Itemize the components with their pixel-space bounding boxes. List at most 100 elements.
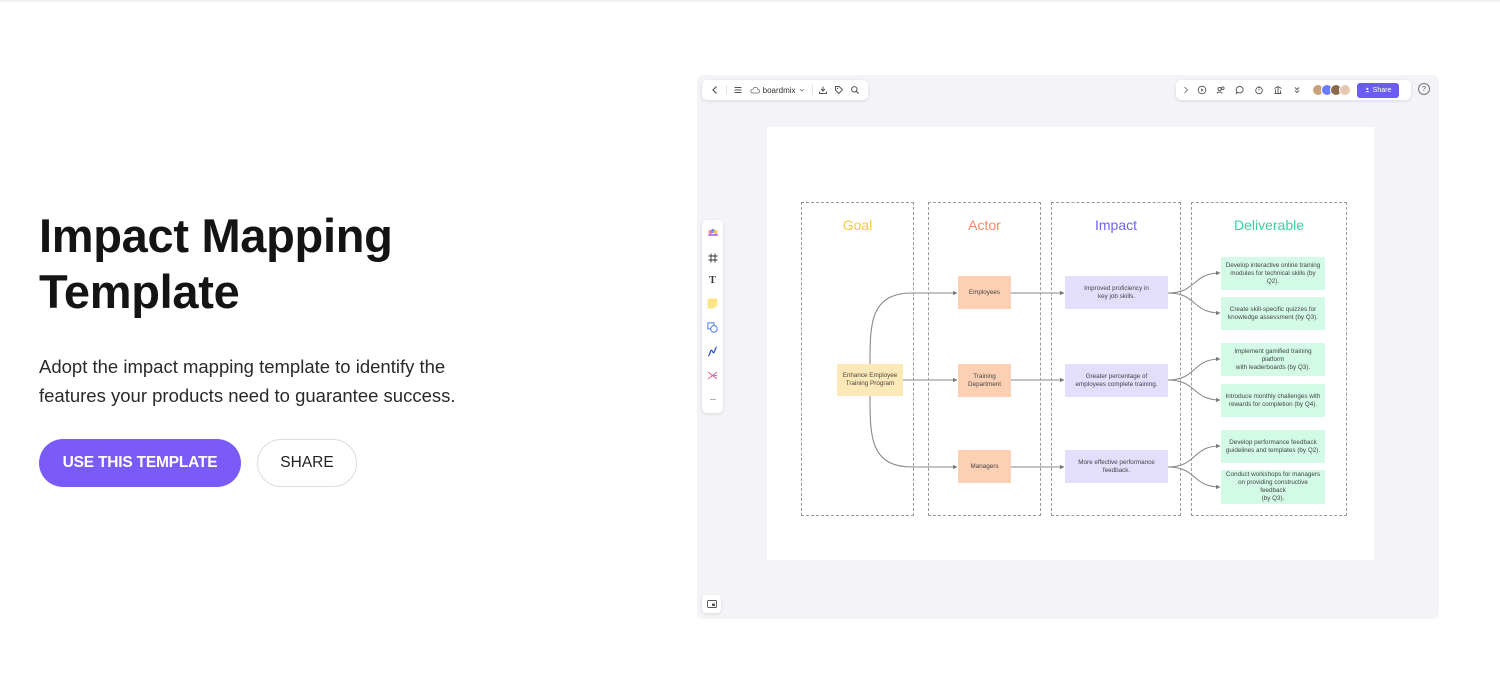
timer-icon[interactable] — [1249, 80, 1268, 100]
node-text: Conduct workshops for managers — [1225, 471, 1321, 478]
page-title-line: Template — [39, 265, 240, 318]
impact-node[interactable]: More effective performance feedback. — [1065, 450, 1168, 483]
sticky-note-icon[interactable] — [705, 296, 720, 311]
toolbar-divider — [811, 85, 813, 95]
collaborate-icon[interactable] — [1211, 80, 1230, 100]
node-text: Department — [968, 380, 1001, 388]
link-goal-employees — [869, 290, 958, 365]
board-share-label: Share — [1372, 86, 1392, 94]
avatar — [1339, 84, 1351, 96]
template-preview: boardmix — [697, 75, 1439, 619]
node-text: Managers — [970, 462, 999, 470]
node-text: Greater percentage of — [1085, 372, 1148, 380]
node-text: Enhance Employee — [842, 372, 898, 379]
node-text: More effective performance — [1078, 458, 1155, 466]
node-text: on providing constructive feedback — [1238, 479, 1308, 494]
page-description: Adopt the impact mapping template to ide… — [39, 352, 559, 410]
actor-node-training-department[interactable]: Training Department — [958, 364, 1011, 397]
vote-icon[interactable] — [1268, 80, 1287, 100]
link-impact-deliverable — [1167, 270, 1221, 294]
column-title-goal: Goal — [842, 217, 873, 233]
deliverable-node[interactable]: Introduce monthly challenges with reward… — [1221, 384, 1325, 417]
board-name: boardmix — [762, 85, 796, 95]
node-text: with leaderboards (by Q3). — [1235, 363, 1311, 371]
node-text: Introduce monthly challenges with — [1225, 392, 1321, 400]
add-user-icon — [1365, 87, 1369, 93]
node-text: (by Q3). — [1261, 495, 1285, 502]
chevron-down-icon — [799, 88, 804, 92]
deliverable-node[interactable]: Conduct workshops for managers on provid… — [1221, 470, 1325, 504]
node-text: Training — [973, 372, 996, 380]
deliverable-column — [1191, 202, 1347, 516]
deliverable-node[interactable]: Implement gamified training platform wit… — [1221, 343, 1325, 376]
node-text: knowledge assessment (by Q3). — [1228, 313, 1318, 321]
collaborator-avatars[interactable] — [1312, 84, 1351, 96]
mindmap-icon[interactable] — [705, 368, 720, 383]
actor-node-managers[interactable]: Managers — [958, 450, 1011, 483]
node-text: Employees — [968, 288, 1001, 296]
column-title-actor: Actor — [968, 217, 1001, 233]
link-impact-deliverable — [1167, 356, 1221, 381]
column-title-impact: Impact — [1094, 217, 1137, 233]
node-text: guidelines and templates (by Q2). — [1225, 446, 1321, 454]
text-icon[interactable]: T — [709, 275, 716, 286]
impact-node[interactable]: Improved proficiency in key job skills. — [1065, 276, 1168, 309]
top-right-toolbar: Share — [1176, 80, 1411, 100]
node-text: modules for technical skills (by Q2). — [1230, 269, 1316, 285]
frame-icon[interactable] — [705, 250, 720, 265]
share-button[interactable]: SHARE — [257, 439, 357, 487]
comment-icon[interactable] — [1230, 80, 1249, 100]
shape-icon[interactable] — [705, 320, 720, 335]
palette-icon[interactable] — [705, 225, 720, 240]
board-name-dropdown[interactable]: boardmix — [746, 86, 809, 95]
download-icon[interactable] — [815, 80, 831, 100]
impact-node[interactable]: Greater percentage of employees complete… — [1065, 364, 1168, 397]
description-line: Adopt the impact mapping template to ide… — [39, 356, 446, 377]
more-icon[interactable]: ··· — [709, 393, 717, 404]
node-text: Develop interactive online training — [1225, 261, 1321, 269]
node-text: key job skills. — [1097, 292, 1136, 300]
page-title-line: Impact Mapping — [39, 209, 393, 262]
node-text: Create skill-specific quizzes for — [1229, 305, 1317, 313]
actor-column — [928, 202, 1041, 516]
node-text: Develop performance feedback — [1229, 438, 1317, 446]
search-icon[interactable] — [847, 80, 863, 100]
back-icon[interactable] — [707, 80, 723, 100]
connection-lines — [869, 270, 1221, 490]
minimap-icon[interactable] — [702, 595, 721, 613]
link-goal-managers — [869, 395, 958, 470]
menu-icon[interactable] — [730, 80, 746, 100]
goal-node[interactable]: Enhance Employee Training Program — [837, 364, 903, 396]
deliverable-node[interactable]: Create skill-specific quizzes for knowle… — [1221, 297, 1325, 330]
node-text: rewards for completion (by Q4). — [1228, 400, 1318, 408]
description-line: features your products need to guarantee… — [39, 385, 456, 406]
help-icon[interactable]: ? — [1418, 83, 1430, 95]
connector-icon[interactable] — [705, 344, 720, 359]
cloud-icon — [750, 86, 760, 93]
deliverable-node[interactable]: Develop interactive online training modu… — [1221, 257, 1325, 290]
tag-icon[interactable] — [831, 80, 847, 100]
board-canvas[interactable]: Goal Actor Impact Deliverable Enhance Em… — [767, 127, 1374, 560]
top-divider — [0, 0, 1500, 2]
top-left-toolbar: boardmix — [702, 80, 868, 100]
expand-icon[interactable] — [1287, 80, 1306, 100]
play-icon[interactable] — [1192, 80, 1211, 100]
node-text: employees complete training. — [1075, 380, 1158, 388]
goal-column — [801, 202, 914, 516]
left-toolbar: T ··· — [702, 220, 723, 413]
use-template-button[interactable]: USE THIS TEMPLATE — [39, 439, 241, 487]
link-impact-deliverable — [1167, 443, 1221, 468]
link-impact-deliverable — [1167, 466, 1221, 490]
toolbar-divider — [725, 85, 727, 95]
node-text: Training Program — [845, 380, 895, 387]
actor-node-employees[interactable]: Employees — [958, 276, 1011, 309]
link-impact-deliverable — [1167, 379, 1221, 403]
node-text: Implement gamified training platform — [1234, 347, 1312, 363]
board-share-button[interactable]: Share — [1357, 82, 1399, 98]
deliverable-node[interactable]: Develop performance feedback guidelines … — [1221, 430, 1325, 463]
page-title: Impact Mapping Template — [39, 208, 599, 320]
chevron-right-icon[interactable] — [1180, 80, 1192, 100]
node-text: Improved proficiency in — [1084, 284, 1149, 292]
link-impact-deliverable — [1167, 292, 1221, 316]
impact-column — [1051, 202, 1181, 516]
